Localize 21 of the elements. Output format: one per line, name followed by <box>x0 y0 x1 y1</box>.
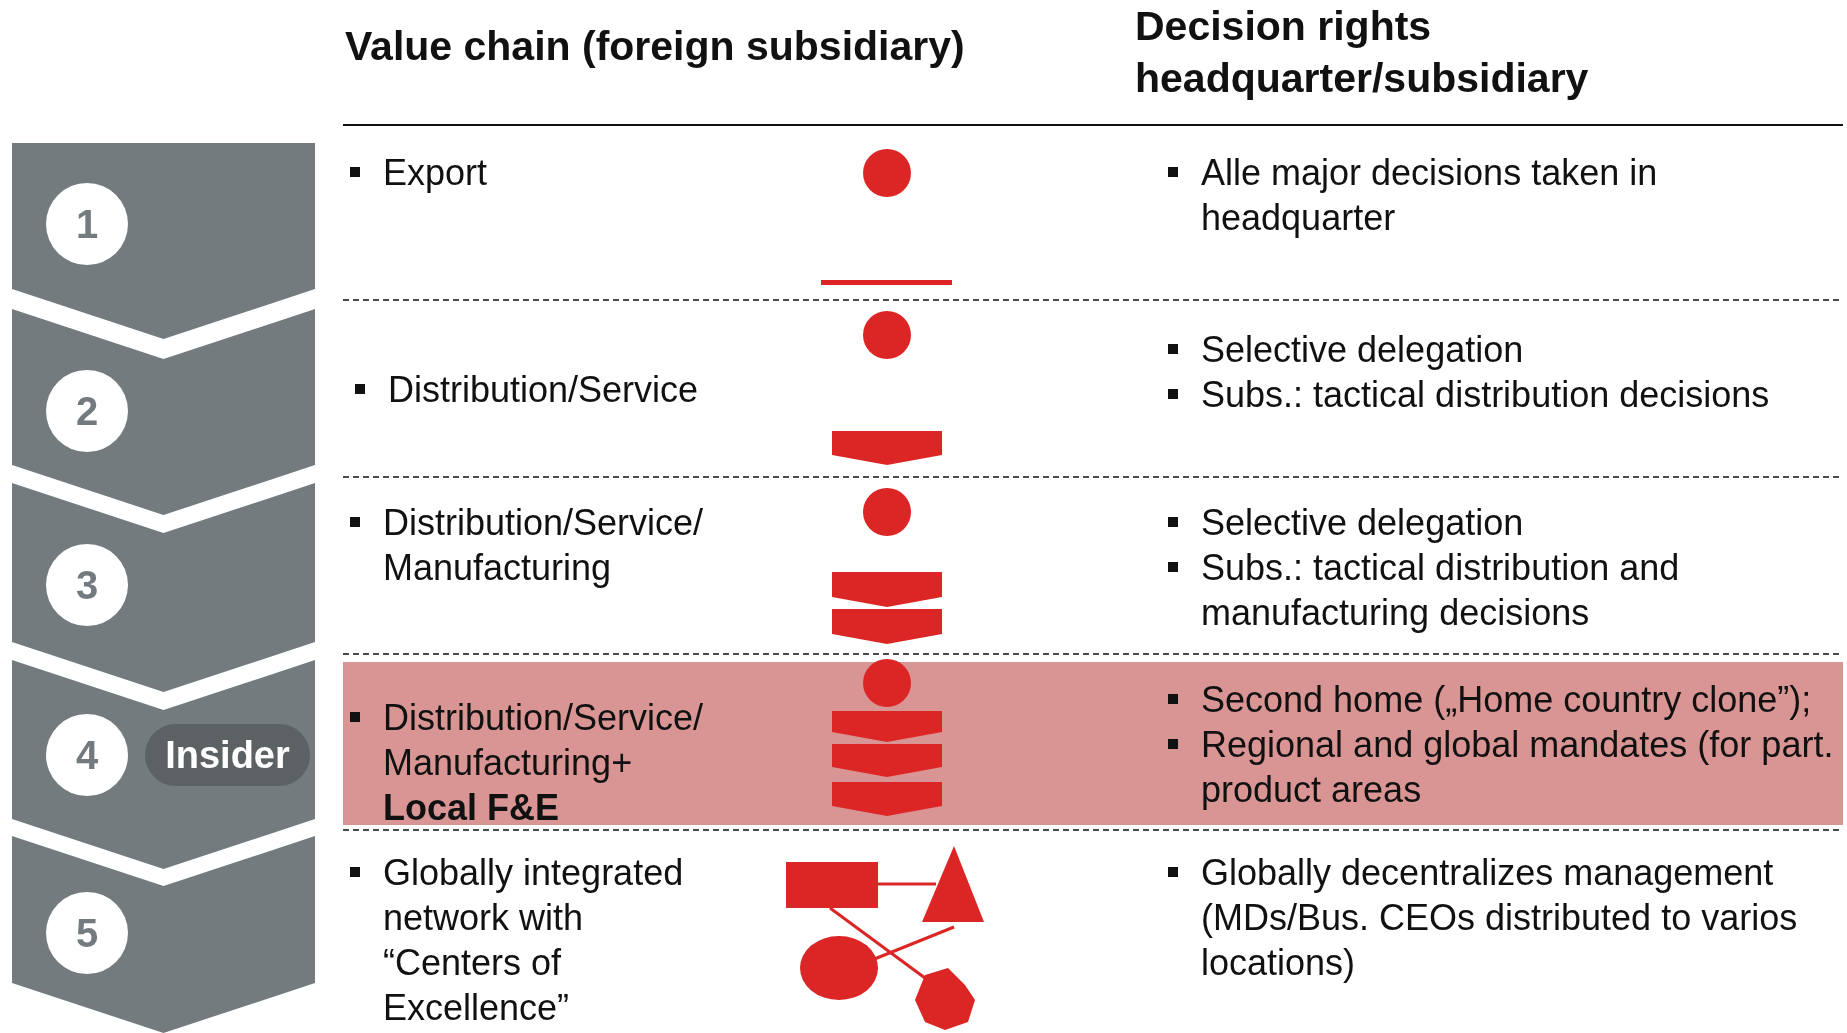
chevron-step <box>12 309 315 515</box>
bullet-text: Distribution/Service/ Manufacturing <box>383 501 705 590</box>
chevron-step <box>12 143 315 339</box>
insider-badge: Insider <box>145 724 310 786</box>
bullet-text: Alle major decisions taken in headquarter <box>1201 151 1659 240</box>
bullet-text: Selective delegation <box>1201 328 1525 372</box>
bullet-text: Second home („Home country clone”); <box>1201 678 1813 722</box>
bullet-text: Distribution/Service <box>388 368 700 412</box>
column-header: Decision rights headquarter/subsidiary <box>1135 2 1590 103</box>
bullet-text: Subs.: tactical distribution and manufacturing decisions <box>1201 546 1681 635</box>
bullet-text: Subs.: tactical distribution decisions <box>1201 373 1771 417</box>
bullet-text: Distribution/Service/ Manufacturing+ Local F&E <box>383 696 705 830</box>
bullet-text: Globally integrated network with “Centers of Excellence” <box>383 851 685 1030</box>
bullet-text: Export <box>383 151 489 195</box>
bullet-text: Globally decentralizes management (MDs/Bus. CEOs distributed to varios locations) <box>1201 851 1799 985</box>
bullet-text: Regional and global mandates (for part. product areas <box>1201 723 1835 812</box>
bullet-text: Selective delegation <box>1201 501 1525 545</box>
chevron-step <box>12 836 315 1033</box>
chevron-step <box>12 483 315 692</box>
column-header: Value chain (foreign subsidiary) <box>345 22 966 71</box>
chevron-step <box>12 660 315 869</box>
